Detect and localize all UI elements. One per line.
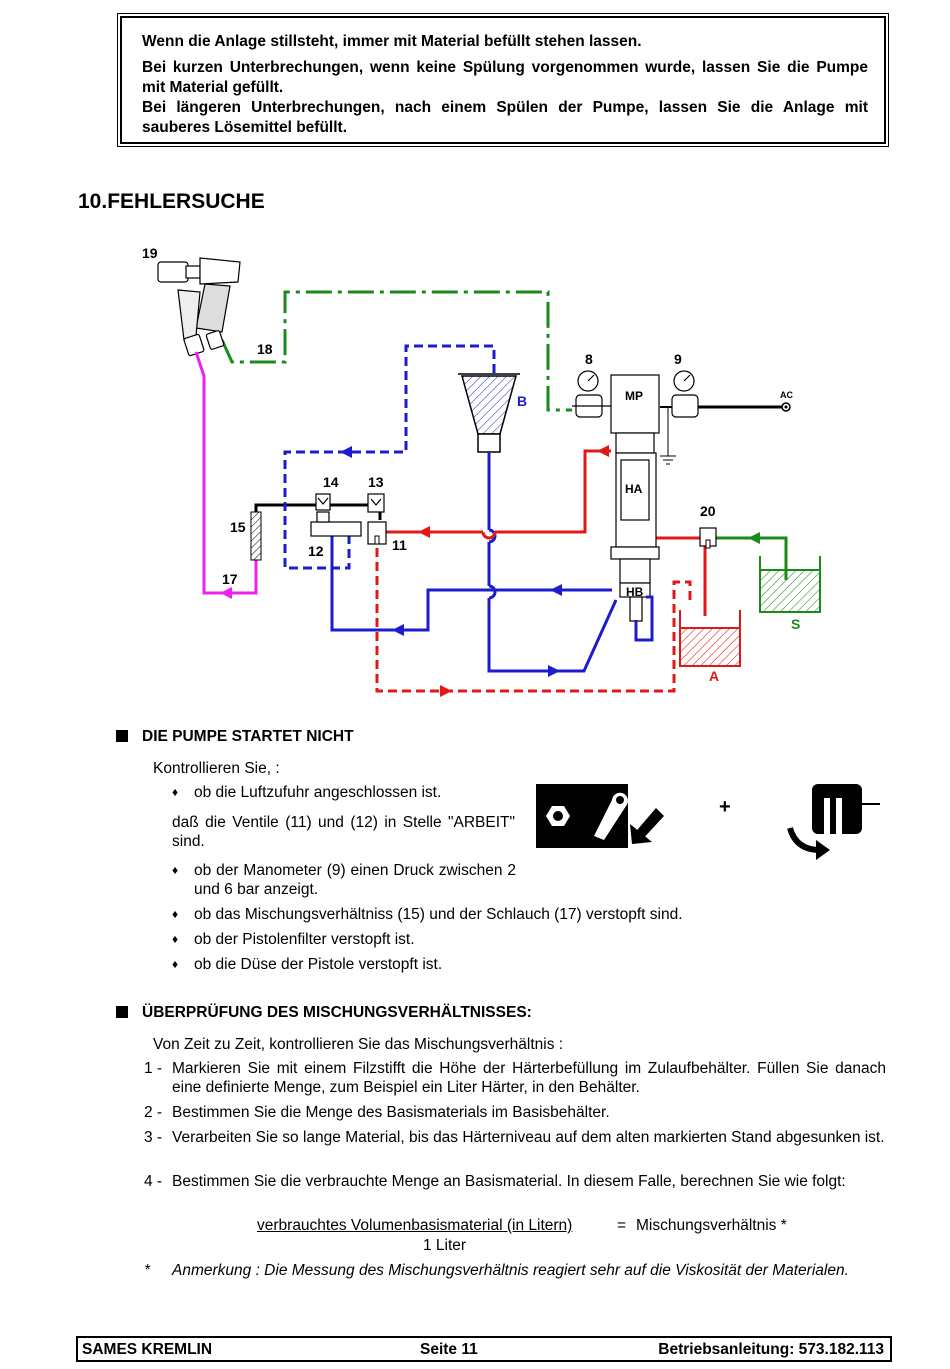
label-mp: MP xyxy=(625,389,643,403)
green-arrow xyxy=(748,532,760,544)
bullet-square-icon xyxy=(116,730,128,742)
red-dashed-arrow xyxy=(440,685,452,697)
blue-arrow-1 xyxy=(392,624,404,636)
pump-body xyxy=(610,374,660,622)
blue-line-group xyxy=(330,452,618,673)
blue-arrow-3 xyxy=(548,665,560,677)
green-air-line xyxy=(220,290,572,412)
blue-arrow-2 xyxy=(550,584,562,596)
spray-gun-icon xyxy=(157,257,241,357)
gauge-8 xyxy=(572,370,612,418)
container-a xyxy=(679,610,741,667)
list-item: 1 - Markieren Sie mit einem Filzstifft d… xyxy=(144,1060,886,1096)
section-heading: 10.FEHLERSUCHE xyxy=(78,190,265,213)
valve-13 xyxy=(367,493,385,513)
warning-note-box: Wenn die Anlage stillsteht, immer mit Ma… xyxy=(120,16,886,144)
label-ha: HA xyxy=(625,482,643,496)
diamond-bullet-icon: ♦ xyxy=(172,957,179,971)
label-9: 9 xyxy=(674,351,682,367)
footer-manual-ref: Betriebsanleitung: 573.182.113 xyxy=(658,1341,884,1358)
label-a: A xyxy=(709,668,719,684)
list-item: ♦ ob das Mischungsverhältniss (15) und d… xyxy=(172,906,683,923)
red-arrow-2 xyxy=(597,445,609,457)
label-s: S xyxy=(791,616,800,632)
list-item: daß die Ventile (11) und (12) in Stelle … xyxy=(172,814,515,850)
hand-valve-icon xyxy=(787,784,880,860)
formula-numerator: verbrauchtes Volumenbasismaterial (in Li… xyxy=(257,1217,573,1234)
list-item: ♦ ob der Manometer (9) einen Druck zwisc… xyxy=(172,862,516,898)
mixer-15 xyxy=(250,511,262,561)
section-2-intro: Von Zeit zu Zeit, kontrollieren Sie das … xyxy=(153,1036,564,1053)
label-13: 13 xyxy=(368,474,384,490)
formula-equals: = xyxy=(617,1217,627,1234)
label-12: 12 xyxy=(308,543,324,559)
formula-result: Mischungsverhältnis * xyxy=(636,1217,787,1234)
label-14: 14 xyxy=(323,474,339,490)
funnel-b xyxy=(458,373,520,453)
green-line-group xyxy=(220,290,788,580)
label-hb: HB xyxy=(626,585,644,599)
diamond-bullet-icon: ♦ xyxy=(172,932,179,946)
label-18: 18 xyxy=(257,341,273,357)
container-s xyxy=(759,556,821,613)
green-solvent-line xyxy=(716,536,788,580)
note-paragraph-2: Bei kurzen Unterbrechungen, wenn keine S… xyxy=(142,59,868,96)
list-item: 2 - Bestimmen Sie die Menge des Basismat… xyxy=(144,1104,610,1121)
bullet-square-icon xyxy=(116,1006,128,1018)
footer-page-number: Seite 11 xyxy=(420,1341,478,1358)
blue-dashed-arrow xyxy=(340,446,352,458)
footer-company: SAMES KREMLIN xyxy=(82,1341,213,1358)
list-item: ♦ ob der Pistolenfilter verstopft ist. xyxy=(172,931,415,948)
label-19: 19 xyxy=(142,245,158,261)
label-8: 8 xyxy=(585,351,593,367)
note-paragraph-1: Wenn die Anlage stillsteht, immer mit Ma… xyxy=(142,33,642,50)
label-ac: AC xyxy=(780,390,793,400)
gauge-9 xyxy=(671,370,699,418)
diamond-bullet-icon: ♦ xyxy=(172,907,179,921)
diamond-bullet-icon: ♦ xyxy=(172,785,179,799)
label-b: B xyxy=(517,393,527,409)
plus-sign: + xyxy=(719,796,731,818)
magenta-mix-hose xyxy=(194,351,258,595)
formula-denominator: 1 Liter xyxy=(423,1237,467,1254)
label-15: 15 xyxy=(230,519,246,535)
diamond-bullet-icon: ♦ xyxy=(172,863,179,877)
list-item: 4 - Bestimmen Sie die verbrauchte Menge … xyxy=(144,1173,846,1190)
remark: * Anmerkung : Die Messung des Mischungsv… xyxy=(144,1262,849,1279)
page-footer: SAMES KREMLIN Seite 11 Betriebsanleitung… xyxy=(76,1336,892,1362)
section-2-title: ÜBERPRÜFUNG DES MISCHUNGSVERHÄLTNISSES: xyxy=(116,1004,532,1022)
system-diagram: 19 18 8 9 MP AC B 14 13 HA 15 20 11 12 1… xyxy=(142,245,821,697)
maintenance-tool-icon xyxy=(536,784,664,848)
red-dashed-line xyxy=(375,548,692,693)
red-arrow-1 xyxy=(418,526,430,538)
section-1-intro: Kontrollieren Sie, : xyxy=(153,760,280,777)
valve-12-handle xyxy=(316,511,330,523)
label-11: 11 xyxy=(392,537,407,553)
magenta-arrow xyxy=(220,587,232,599)
list-item: 3 - Verarbeiten Sie so lange Material, b… xyxy=(144,1129,885,1146)
list-item: ♦ ob die Luftzufuhr angeschlossen ist. xyxy=(172,784,442,801)
label-17: 17 xyxy=(222,571,238,587)
section-1-title: DIE PUMPE STARTET NICHT xyxy=(116,728,354,746)
list-item: ♦ ob die Düse der Pistole verstopft ist. xyxy=(172,956,443,973)
hb-blue-pipe xyxy=(634,595,654,642)
valve-14 xyxy=(315,493,331,511)
label-20: 20 xyxy=(700,503,716,519)
valve-12-body xyxy=(310,521,362,537)
note-paragraph-3: Bei längeren Unterbrechungen, nach einem… xyxy=(142,99,868,136)
